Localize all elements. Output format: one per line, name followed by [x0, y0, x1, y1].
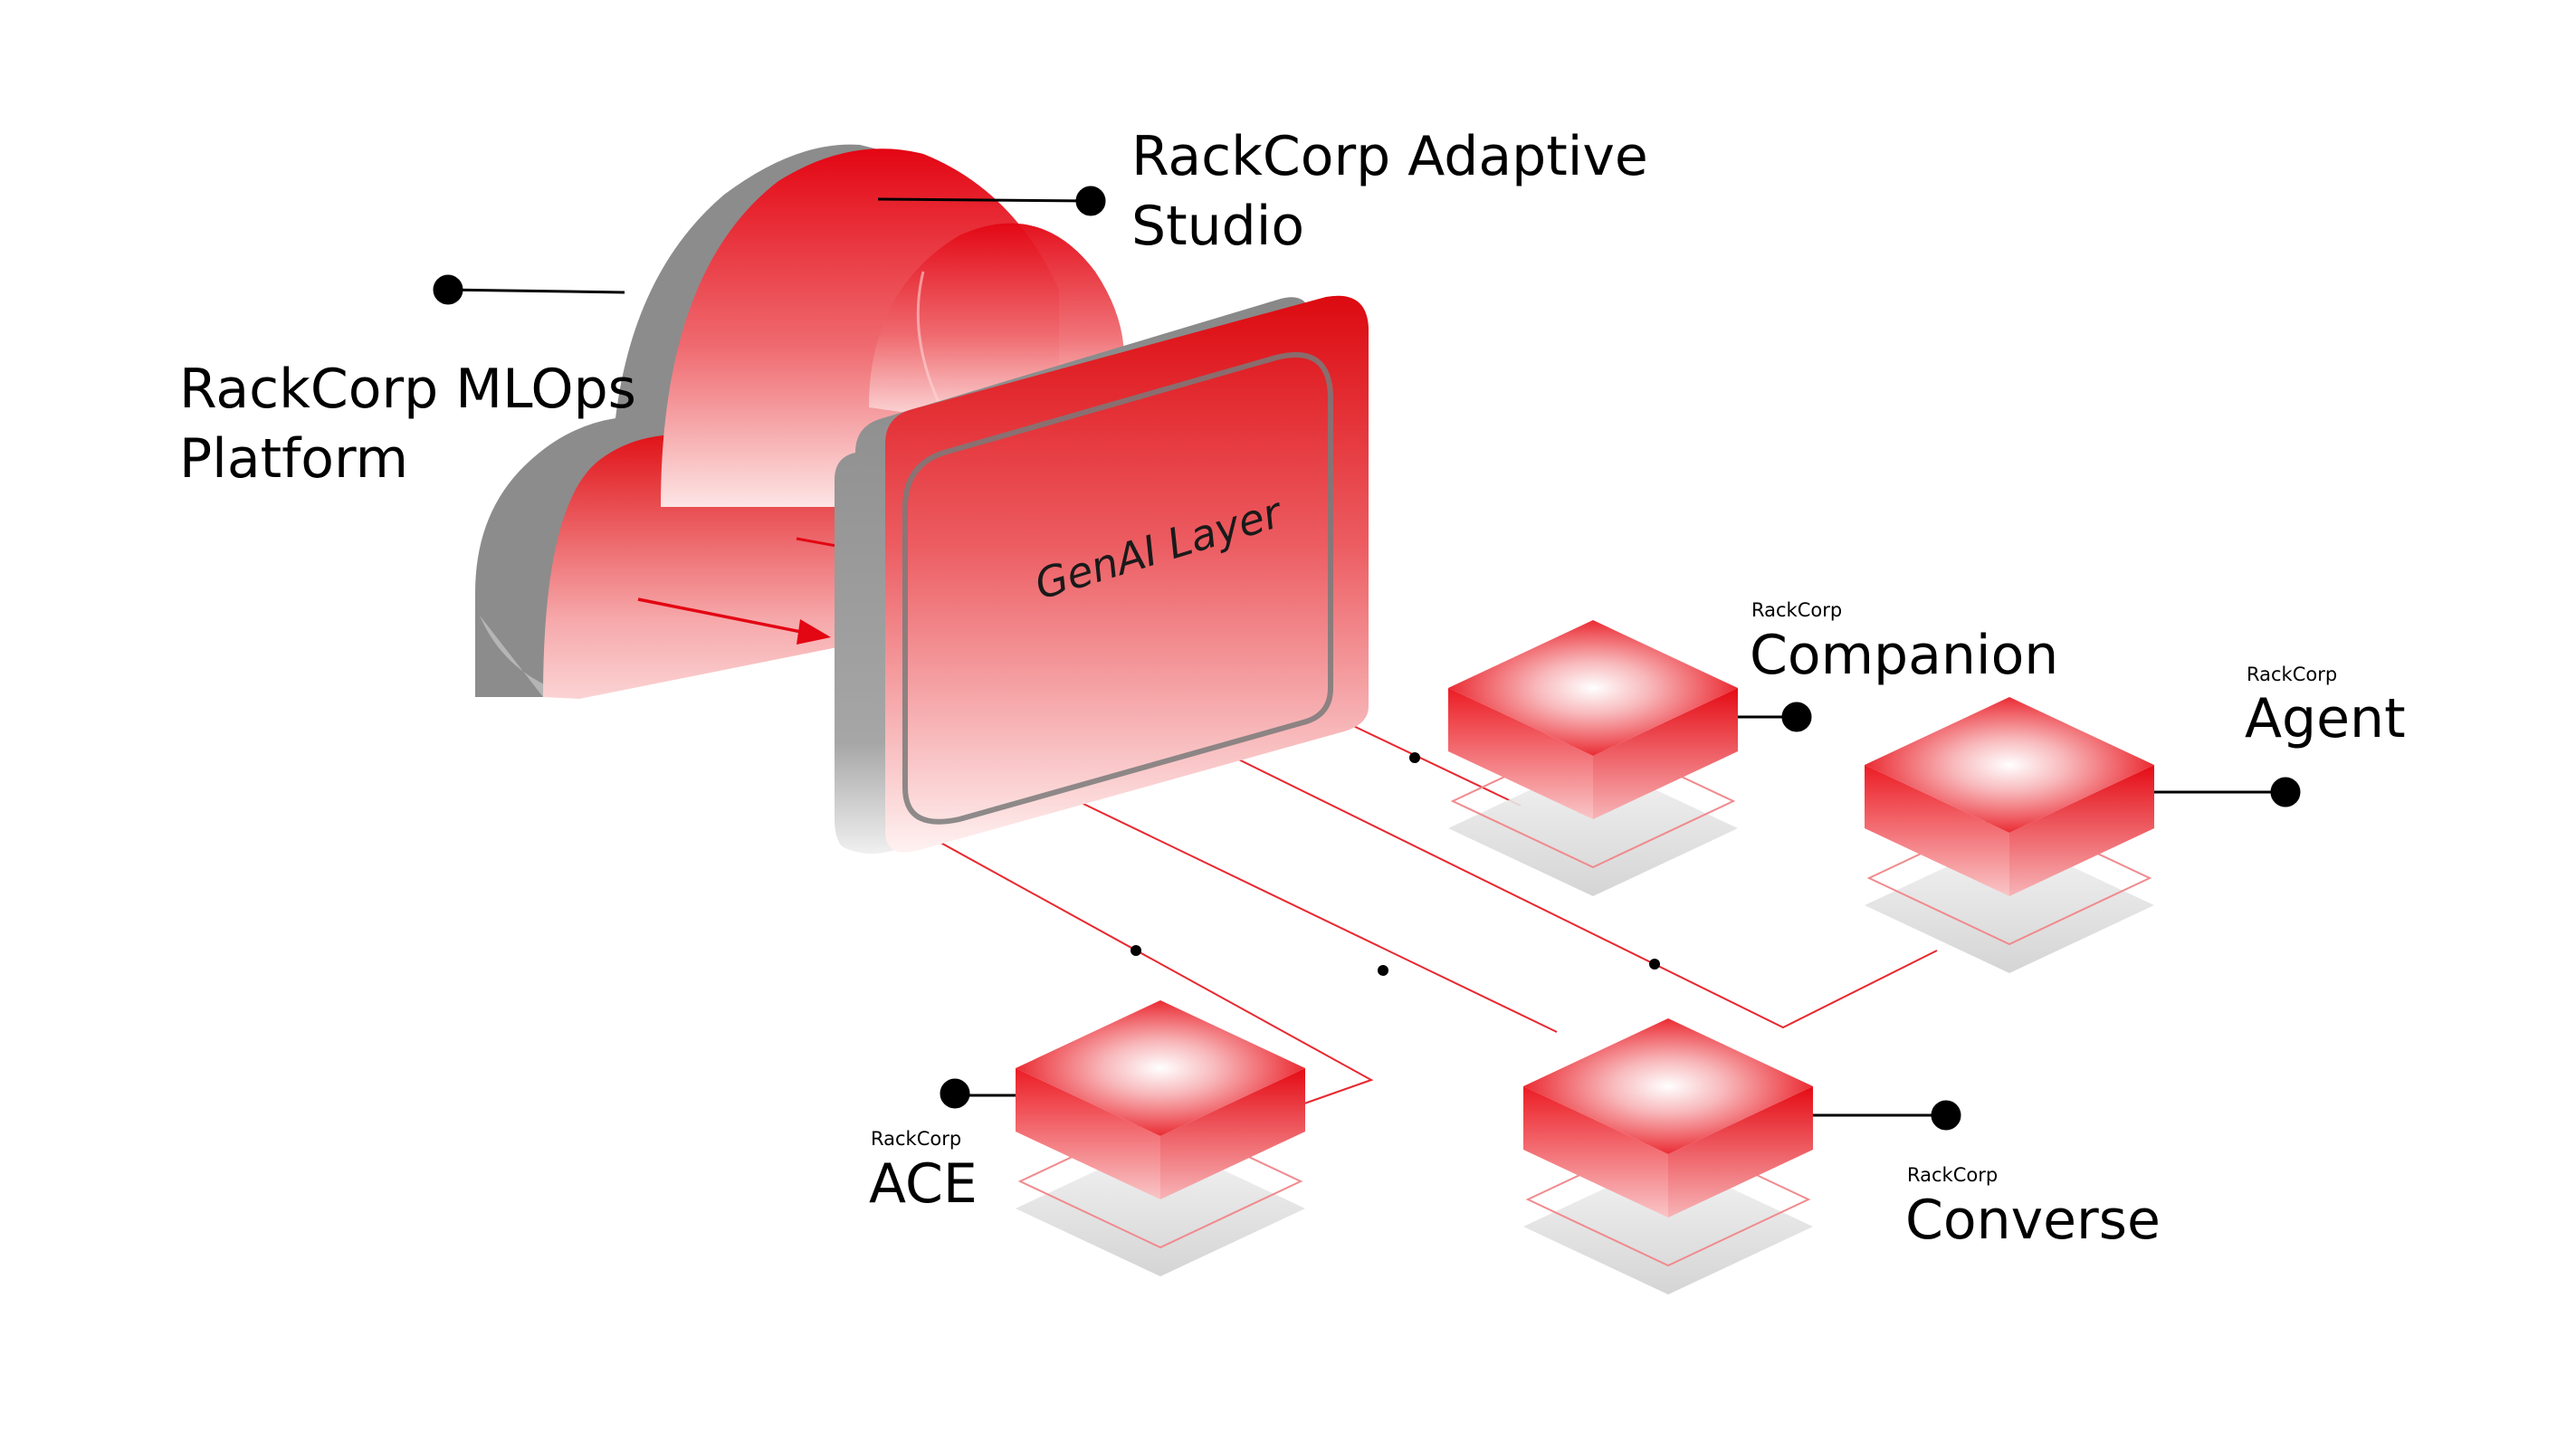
agent-brand: RackCorp	[2247, 664, 2338, 685]
ace-name: ACE	[869, 1152, 978, 1216]
companion-name: Companion	[1750, 624, 2059, 687]
label-adaptive-studio-line1: RackCorp Adaptive	[1131, 125, 1648, 188]
box-companion	[1448, 620, 1738, 896]
connector-dots	[1131, 752, 1660, 976]
connector-lines	[909, 703, 1938, 1114]
leader-lines	[433, 186, 2301, 1131]
companion-brand: RackCorp	[1751, 599, 1843, 621]
box-converse	[1523, 1018, 1813, 1294]
converse-name: Converse	[1905, 1189, 2161, 1252]
box-agent	[1865, 697, 2154, 973]
box-ace	[1016, 1000, 1305, 1276]
label-mlops-platform: RackCorp MLOps Platform	[179, 355, 636, 494]
genai-layer-panel	[835, 295, 1369, 855]
label-mlops-platform-line2: Platform	[179, 426, 409, 491]
agent-name: Agent	[2245, 687, 2406, 750]
label-adaptive-studio-line2: Studio	[1131, 194, 1305, 258]
label-mlops-platform-line1: RackCorp MLOps	[179, 358, 636, 421]
label-adaptive-studio: RackCorp Adaptive Studio	[1131, 122, 1648, 262]
ace-brand: RackCorp	[871, 1128, 962, 1150]
converse-brand: RackCorp	[1907, 1164, 1999, 1186]
